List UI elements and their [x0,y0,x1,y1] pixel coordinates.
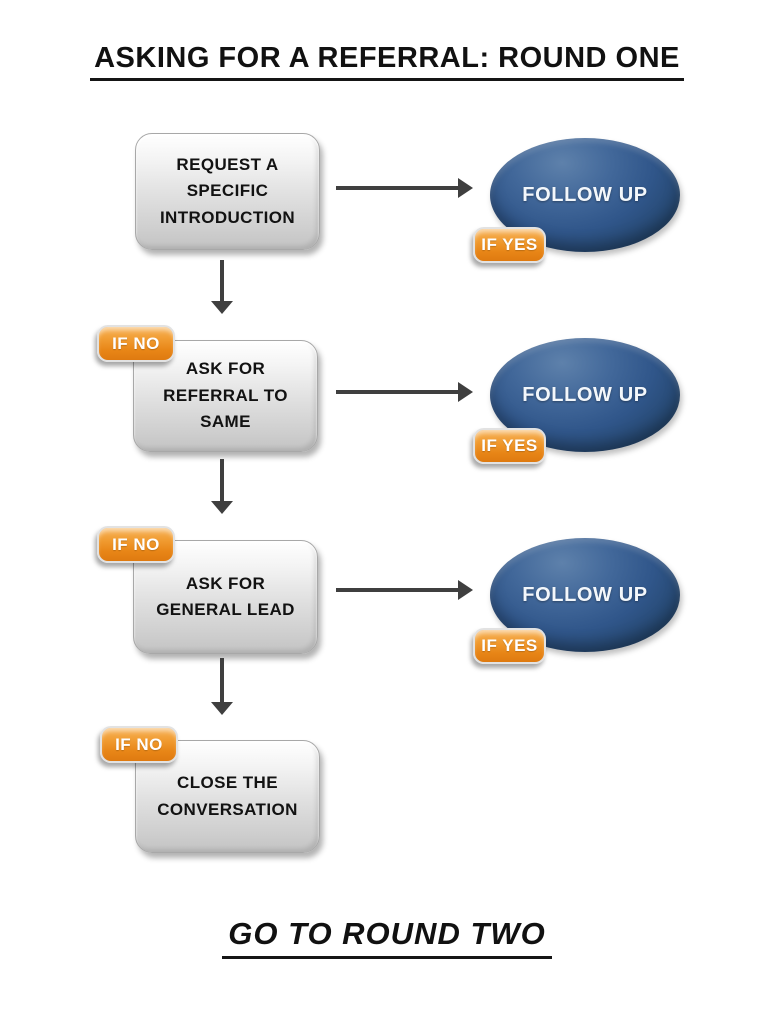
arrow-head [458,580,473,600]
if-yes-badge-2: IF YES [473,428,546,464]
step-box-request-specific-introduction: REQUEST A SPECIFIC INTRODUCTION [135,133,320,250]
if-no-badge-2: IF NO [97,325,175,362]
follow-up-label: FOLLOW UP [522,583,648,606]
arrow-shaft [220,260,224,301]
arrow-shaft [220,658,224,702]
arrow-head [211,301,233,314]
arrow-right-connector-1 [336,170,473,206]
follow-up-label: FOLLOW UP [522,183,648,206]
arrow-head [211,501,233,514]
arrow-head [458,178,473,198]
arrow-head [211,702,233,715]
step-label: REQUEST A SPECIFIC INTRODUCTION [159,154,296,227]
step-label: CLOSE THE CONVERSATION [157,773,298,819]
if-no-label: IF NO [112,333,160,353]
arrow-head [458,382,473,402]
if-yes-badge-3: IF YES [473,628,546,664]
if-no-badge-4: IF NO [100,726,178,763]
step-label: ASK FOR REFERRAL TO SAME [163,359,288,432]
if-yes-badge-1: IF YES [473,227,546,263]
follow-up-label: FOLLOW UP [522,383,648,406]
arrow-shaft [336,186,458,190]
arrow-down-connector-3 [207,658,237,715]
if-no-label: IF NO [112,534,160,554]
step-box-ask-for-referral-to-same: ASK FOR REFERRAL TO SAME [133,340,318,452]
arrow-shaft [336,390,458,394]
if-no-badge-3: IF NO [97,526,175,563]
if-no-label: IF NO [115,734,163,754]
arrow-right-connector-3 [336,572,473,608]
arrow-right-connector-2 [336,374,473,410]
arrow-shaft [336,588,458,592]
if-yes-label: IF YES [481,235,538,254]
page-title: ASKING FOR A REFERRAL: ROUND ONE [0,42,774,81]
arrow-down-connector-2 [207,459,237,514]
page-title-text: ASKING FOR A REFERRAL: ROUND ONE [90,42,684,81]
step-label: ASK FOR GENERAL LEAD [156,573,295,619]
if-yes-label: IF YES [481,436,538,455]
if-yes-label: IF YES [481,636,538,655]
arrow-down-connector-1 [207,260,237,314]
go-to-round-two-text: GO TO ROUND TWO [222,916,552,959]
arrow-shaft [220,459,224,501]
footer: GO TO ROUND TWO [0,916,774,959]
